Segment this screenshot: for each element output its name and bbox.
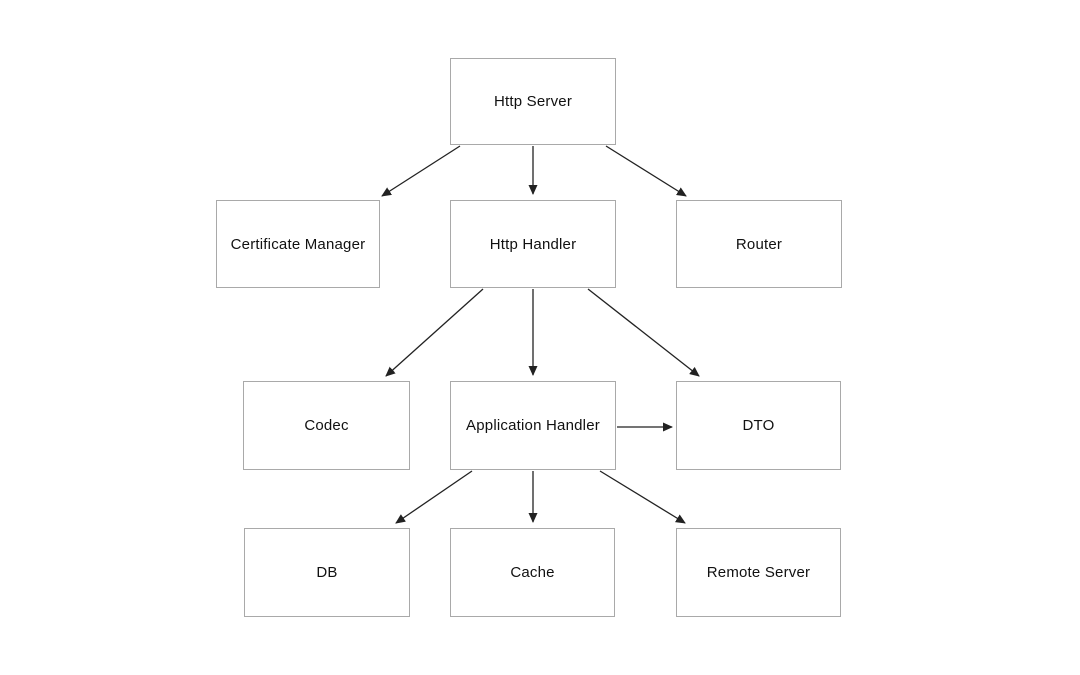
node-cache: Cache (450, 528, 615, 617)
node-application-handler: Application Handler (450, 381, 616, 470)
node-label: Http Handler (489, 235, 577, 253)
node-label: Remote Server (706, 564, 811, 581)
node-label: Router (735, 235, 783, 253)
node-label: Application Handler (466, 417, 600, 434)
node-dto: DTO (676, 381, 841, 470)
node-db: DB (244, 528, 410, 617)
node-label: DB (316, 564, 338, 581)
edge-application-handler-to-remote-server (599, 470, 686, 524)
edge-http-server-to-router (605, 145, 687, 197)
edge-http-handler-to-dto (587, 288, 700, 377)
node-http-server: Http Server (450, 58, 616, 145)
edge-application-handler-to-db (395, 470, 473, 524)
node-http-handler: Http Handler (450, 200, 616, 288)
node-codec: Codec (243, 381, 410, 470)
node-label: Codec (304, 417, 349, 434)
edge-http-server-to-certificate-manager (381, 145, 461, 197)
edge-http-handler-to-codec (385, 288, 484, 377)
node-remote-server: Remote Server (676, 528, 841, 617)
node-router: Router (676, 200, 842, 288)
node-certificate-manager: Certificate Manager (216, 200, 380, 288)
node-label: DTO (742, 417, 775, 434)
node-label: Cache (510, 564, 555, 581)
node-label: Http Server (493, 93, 573, 110)
node-label: Certificate Manager (230, 235, 366, 253)
